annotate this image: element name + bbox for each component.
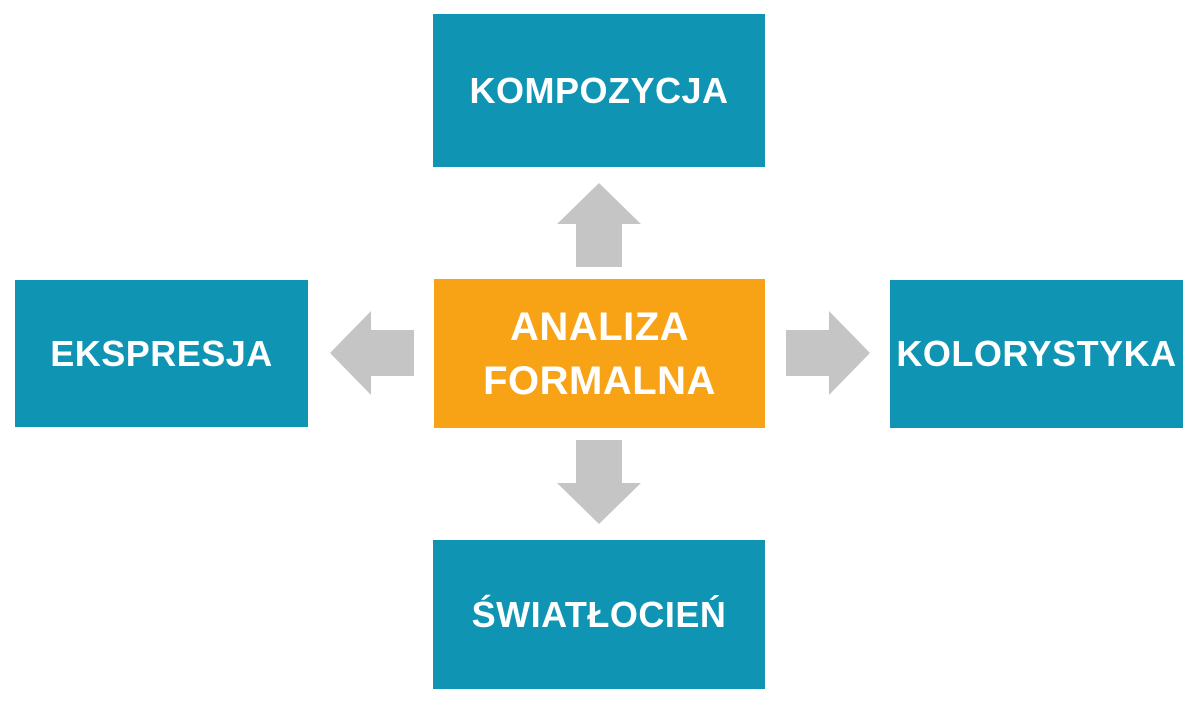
arrow-right-icon	[786, 311, 870, 395]
arrow-left-icon	[330, 311, 414, 395]
diagram-node-kolorystyka: KOLORYSTYKA	[890, 280, 1183, 428]
diagram-node-analiza-formalna: ANALIZA FORMALNA	[434, 279, 765, 428]
arrow-down-icon	[557, 440, 641, 524]
diagram-node-swiatlocien: ŚWIATŁOCIEŃ	[433, 540, 765, 689]
node-label-kolorystyka: KOLORYSTYKA	[896, 333, 1177, 374]
node-label-kompozycja: KOMPOZYCJA	[469, 69, 729, 111]
node-label-swiatlocien: ŚWIATŁOCIEŃ	[471, 593, 727, 635]
node-label-analiza-formalna: ANALIZA FORMALNA	[483, 304, 716, 403]
diagram-node-ekspresja: EKSPRESJA	[15, 280, 308, 427]
node-label-ekspresja: EKSPRESJA	[50, 332, 273, 374]
diagram-node-kompozycja: KOMPOZYCJA	[433, 14, 765, 167]
arrow-up-icon	[557, 183, 641, 267]
